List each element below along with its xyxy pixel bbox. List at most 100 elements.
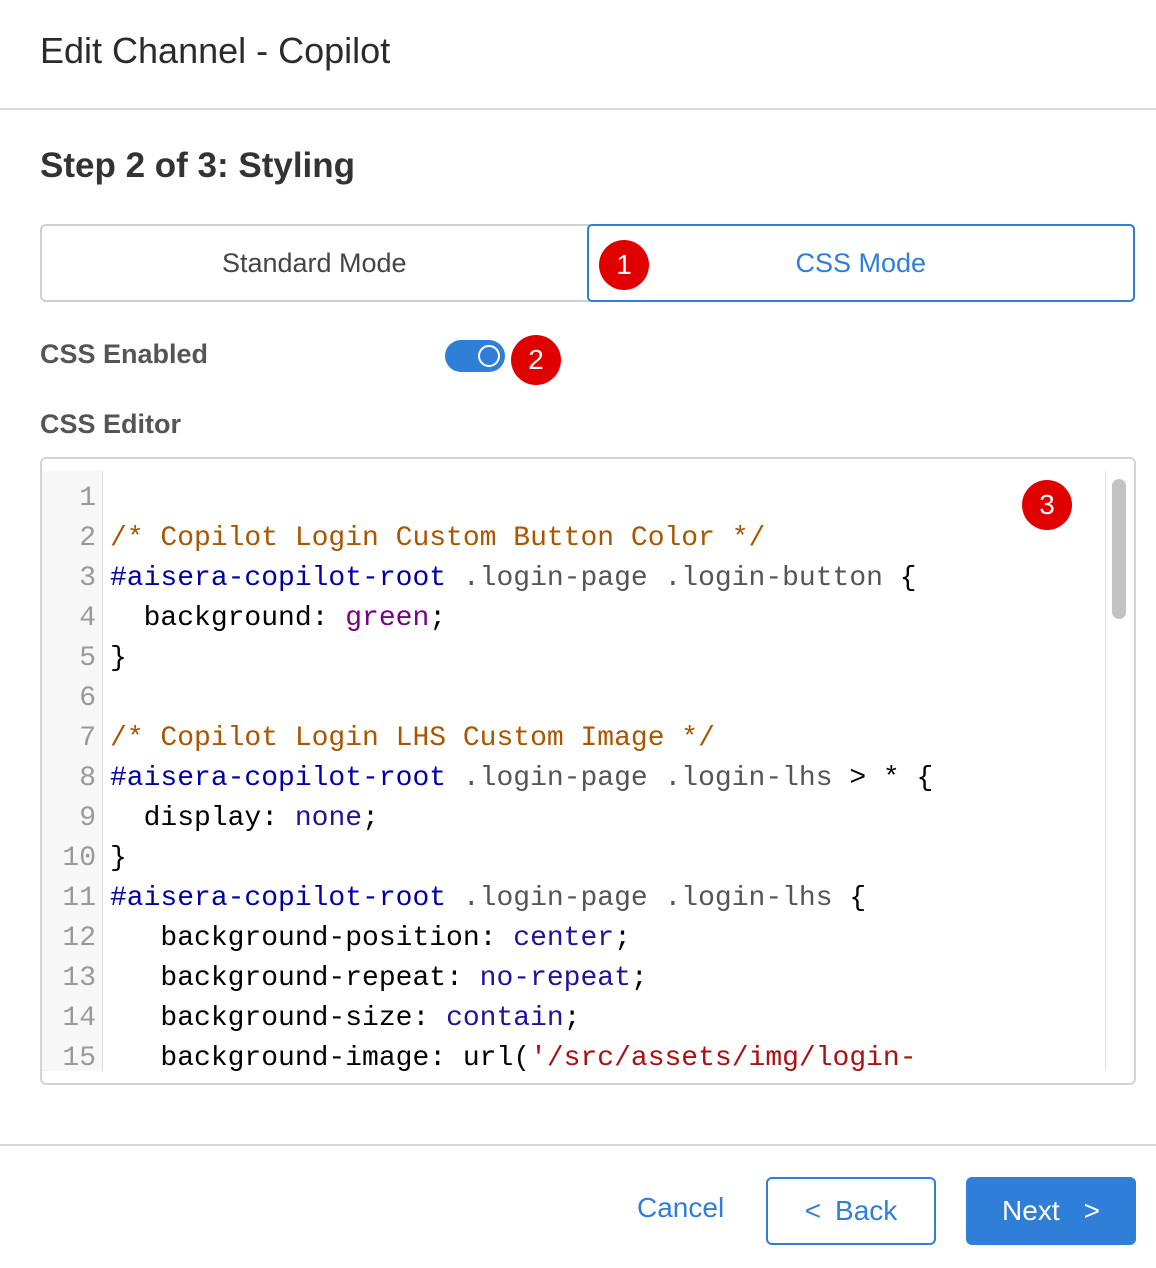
- step-title: Step 2 of 3: Styling: [40, 146, 356, 185]
- code-line[interactable]: 6: [42, 679, 1102, 719]
- code-token: ;: [630, 963, 648, 994]
- line-number: 1: [79, 483, 96, 514]
- line-number: 9: [79, 803, 96, 834]
- css-mode-tab[interactable]: CSS Mode: [586, 224, 1135, 302]
- code-text: background-size: contain;: [110, 999, 581, 1039]
- scrollbar-thumb[interactable]: [1112, 479, 1126, 619]
- code-text: background-image: url('/src/assets/img/l…: [110, 1039, 917, 1071]
- dialog-header: Edit Channel - Copilot: [0, 0, 1156, 110]
- code-token: /* Copilot Login LHS Custom Image */: [110, 723, 715, 754]
- code-token: /* Copilot Login Custom Button Color */: [110, 523, 766, 554]
- code-line[interactable]: 3 #aisera-copilot-root .login-page .login…: [42, 559, 1102, 599]
- code-text: #aisera-copilot-root .login-page .login-…: [110, 559, 917, 599]
- dialog-title: Edit Channel - Copilot: [40, 30, 391, 71]
- line-number: 6: [79, 683, 96, 714]
- line-number: 4: [79, 603, 96, 634]
- css-mode-label: CSS Mode: [795, 247, 927, 278]
- line-number: 3: [79, 563, 96, 594]
- line-number: 2: [79, 523, 96, 554]
- code-token: center: [513, 923, 615, 954]
- line-number: 10: [62, 843, 96, 874]
- dialog-footer: [0, 1144, 1156, 1268]
- code-token: ;: [429, 603, 447, 634]
- code-token: }: [110, 643, 127, 674]
- annotation-badge-1: 1: [599, 240, 649, 290]
- back-button[interactable]: < Back: [766, 1177, 936, 1245]
- code-token: {: [849, 883, 867, 914]
- code-line[interactable]: 10}: [42, 839, 1102, 879]
- standard-mode-tab[interactable]: Standard Mode: [221, 247, 407, 278]
- code-text: #aisera-copilot-root .login-page .login-…: [110, 759, 933, 799]
- code-token: #aisera-copilot-root: [110, 763, 447, 794]
- code-text: background-position: center;: [110, 919, 631, 959]
- annotation-badge-2: 2: [511, 335, 561, 385]
- css-editor-label: CSS Editor: [40, 409, 182, 439]
- line-number: 12: [62, 923, 96, 954]
- back-label: Back: [835, 1195, 898, 1226]
- line-number-gutter: [42, 471, 103, 1071]
- toggle-knob: [478, 345, 500, 367]
- code-token: .login-page .login-lhs: [446, 763, 850, 794]
- code-token: display:: [110, 803, 295, 834]
- line-number: 11: [62, 883, 96, 914]
- code-text: #aisera-copilot-root .login-page .login-…: [110, 879, 866, 919]
- code-line[interactable]: 1: [42, 479, 1102, 519]
- code-line[interactable]: 7 /* Copilot Login LHS Custom Image */: [42, 719, 1102, 759]
- code-text: background: green;: [110, 599, 446, 639]
- code-line[interactable]: 14 background-size: contain;: [42, 999, 1102, 1039]
- cancel-button[interactable]: Cancel: [637, 1192, 725, 1223]
- code-line[interactable]: 11 #aisera-copilot-root .login-page .logi…: [42, 879, 1102, 919]
- next-arrow-icon: >: [1083, 1195, 1100, 1226]
- editor-scrollbar[interactable]: [1105, 471, 1134, 1071]
- code-line[interactable]: 8 #aisera-copilot-root .login-page .login…: [42, 759, 1102, 799]
- code-token: contain: [446, 1003, 564, 1034]
- code-line[interactable]: 9 display: none;: [42, 799, 1102, 839]
- code-text: /* Copilot Login Custom Button Color */: [110, 519, 765, 559]
- code-token: '/src/assets/img/login-: [530, 1043, 917, 1071]
- next-button[interactable]: Next >: [966, 1177, 1136, 1245]
- code-line[interactable]: 5}: [42, 639, 1102, 679]
- line-number: 14: [62, 1003, 96, 1034]
- line-number: 15: [62, 1043, 96, 1071]
- next-label: Next: [1002, 1195, 1060, 1226]
- code-token: }: [110, 843, 127, 874]
- css-enabled-label: CSS Enabled: [40, 339, 209, 369]
- code-token: background-position:: [110, 923, 514, 954]
- code-token: background:: [110, 603, 346, 634]
- code-token: ;: [563, 1003, 581, 1034]
- code-token: ;: [362, 803, 379, 834]
- code-text: /* Copilot Login LHS Custom Image */: [110, 719, 715, 759]
- code-token: #aisera-copilot-root: [110, 563, 447, 594]
- code-token: no-repeat: [479, 963, 631, 994]
- code-text: }: [110, 639, 127, 679]
- back-arrow-icon: <: [804, 1195, 822, 1226]
- code-text: }: [110, 839, 127, 879]
- line-number: 13: [62, 963, 96, 994]
- mode-toggle: Standard Mode CSS Mode: [40, 224, 1135, 302]
- css-enabled-toggle[interactable]: [445, 340, 505, 372]
- line-number: 5: [79, 643, 96, 674]
- code-line[interactable]: 4 background: green;: [42, 599, 1102, 639]
- code-token: none: [294, 803, 363, 834]
- code-token: .login-page .login-button: [446, 563, 900, 594]
- code-token: green: [345, 603, 430, 634]
- code-token: ;: [614, 923, 631, 954]
- line-number: 7: [79, 723, 96, 754]
- code-line[interactable]: 13 background-repeat: no-repeat;: [42, 959, 1102, 999]
- code-token: > * {: [849, 763, 934, 794]
- code-token: {: [899, 563, 917, 594]
- code-line[interactable]: 2 /* Copilot Login Custom Button Color */: [42, 519, 1102, 559]
- code-token: .login-page .login-lhs: [446, 883, 850, 914]
- code-line[interactable]: 12 background-position: center;: [42, 919, 1102, 959]
- code-line[interactable]: 15 background-image: url('/src/assets/im…: [42, 1039, 1102, 1071]
- annotation-badge-3: 3: [1022, 480, 1072, 530]
- line-number: 8: [79, 763, 96, 794]
- code-token: background-repeat:: [110, 963, 480, 994]
- code-text: background-repeat: no-repeat;: [110, 959, 648, 999]
- code-token: background-size:: [110, 1003, 447, 1034]
- code-text: display: none;: [110, 799, 379, 839]
- code-token: #aisera-copilot-root: [110, 883, 447, 914]
- code-token: background-image: url(: [110, 1043, 531, 1071]
